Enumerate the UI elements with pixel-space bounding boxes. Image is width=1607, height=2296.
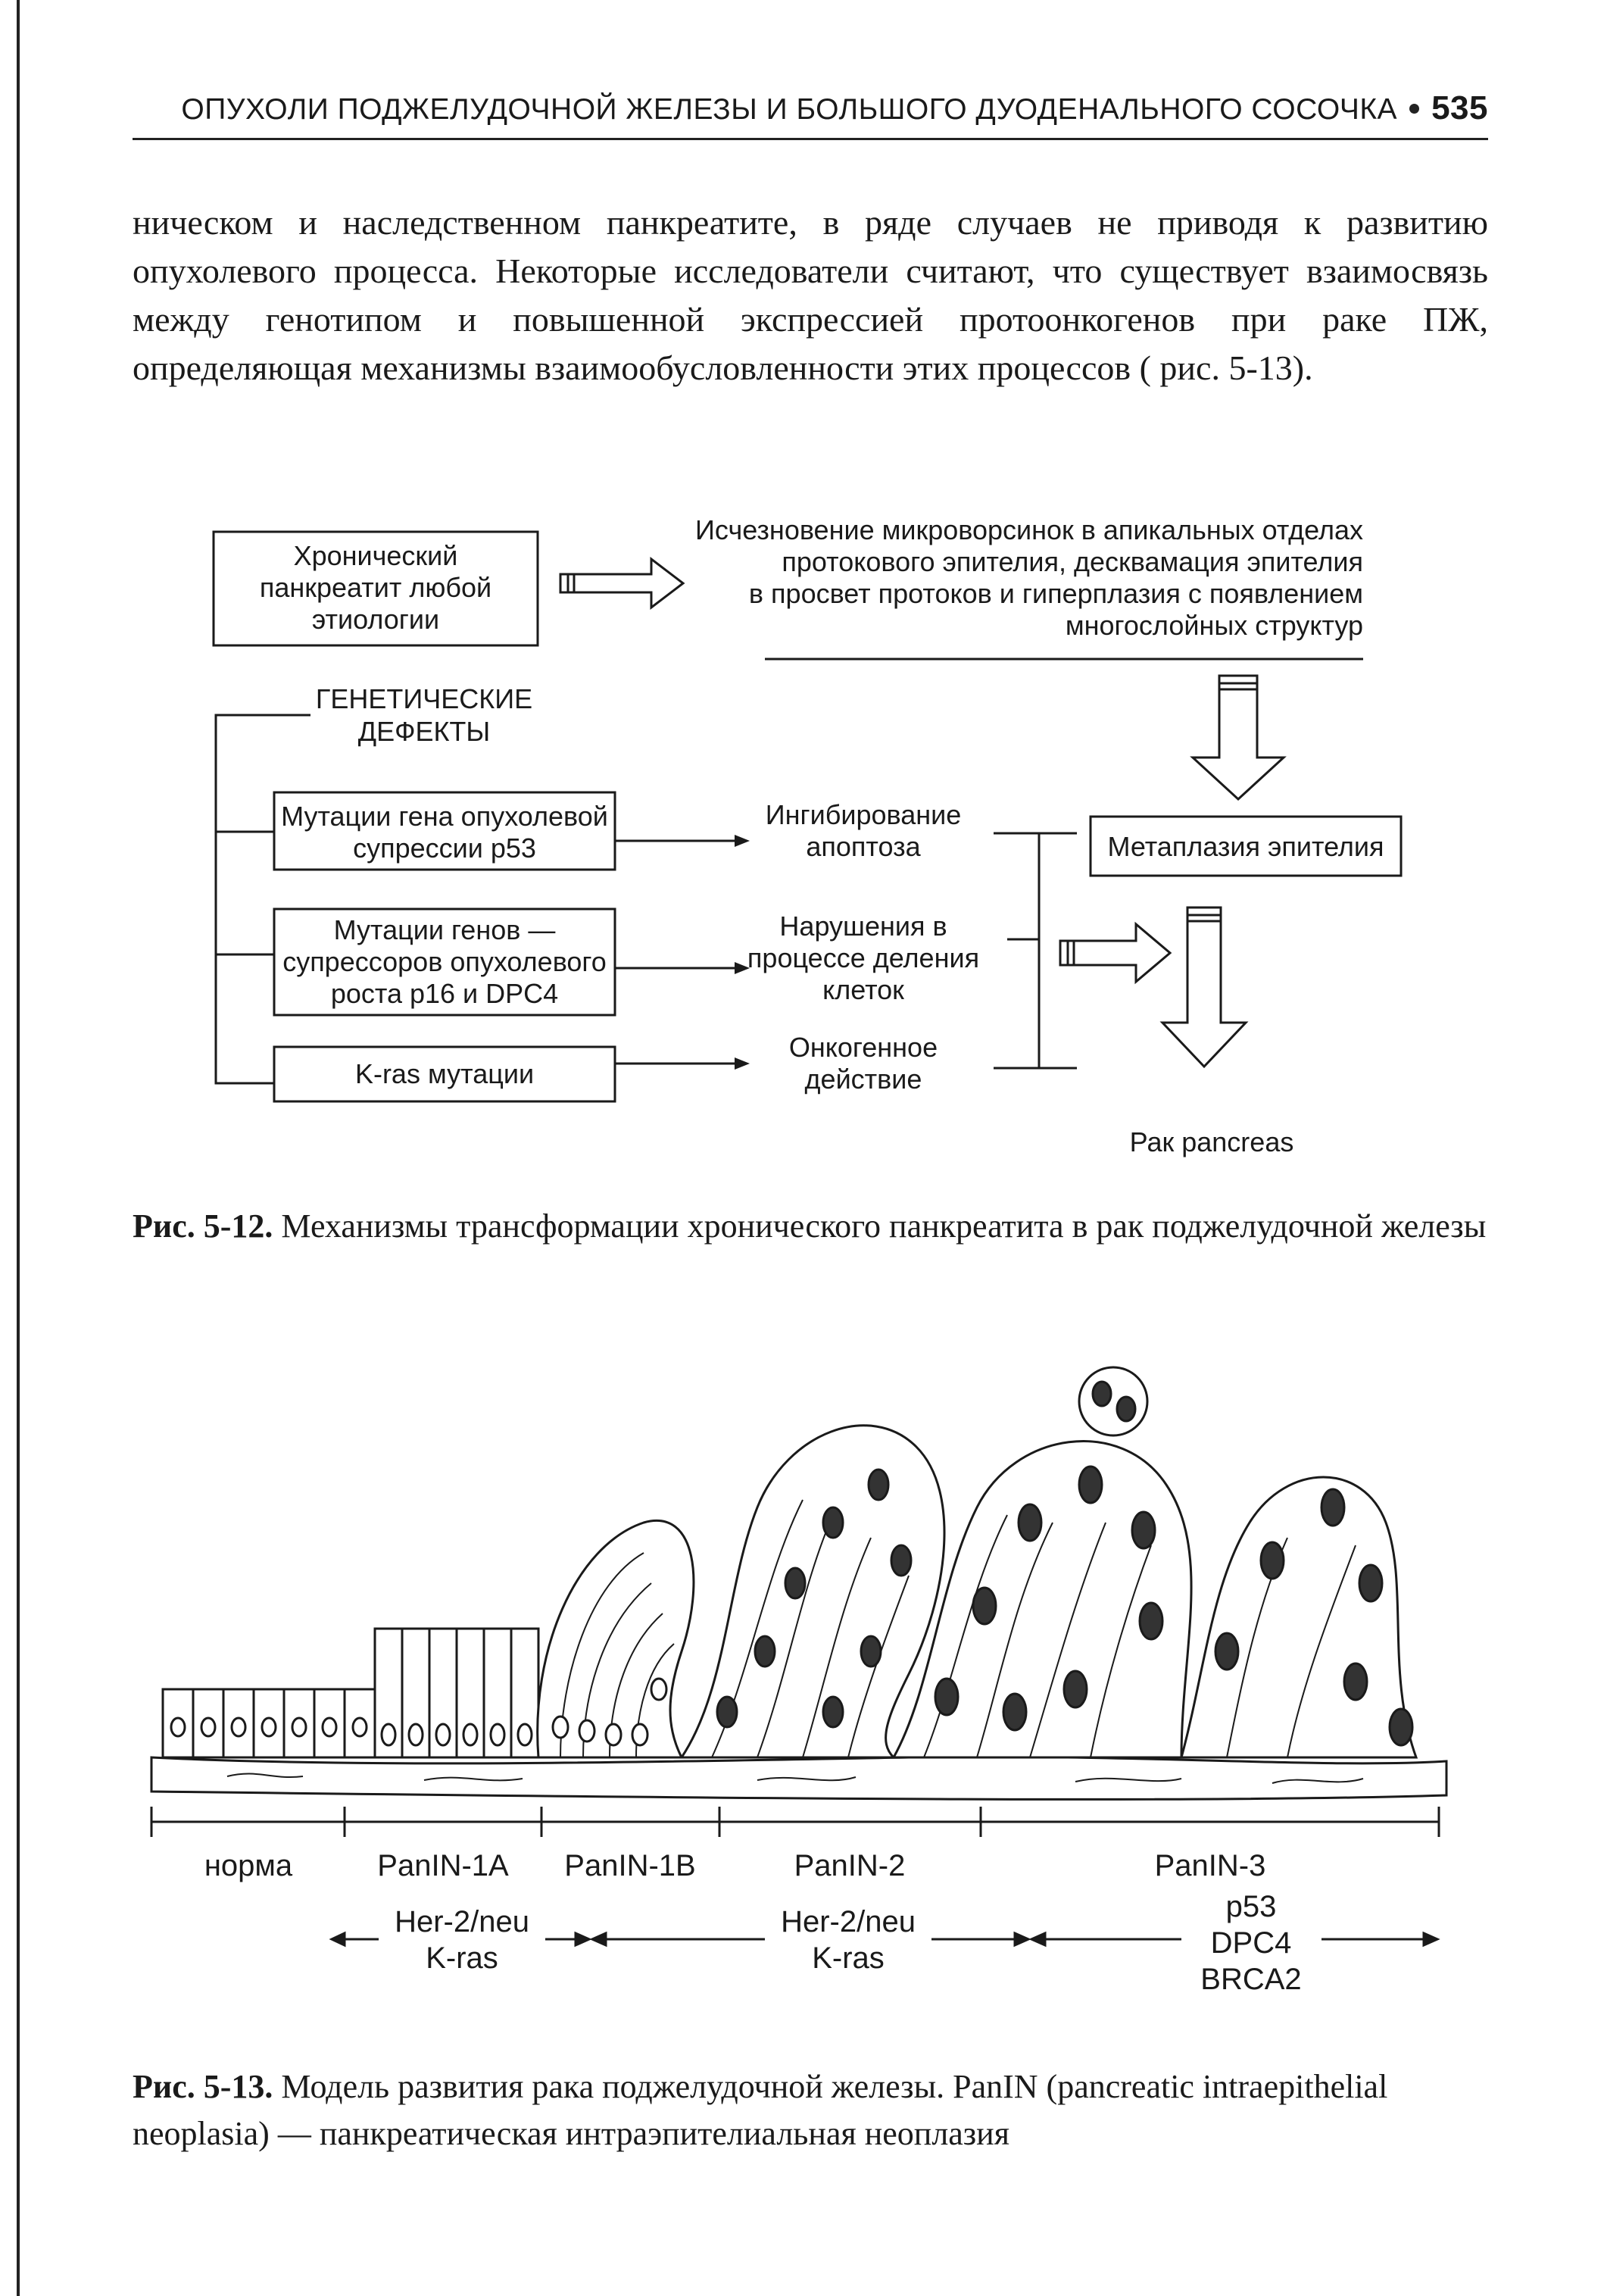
effect-division-line-1: Нарушения в xyxy=(779,911,947,942)
marker-arrows xyxy=(329,1931,1440,1948)
caption-12-label: Рис. 5-12. xyxy=(133,1207,273,1245)
figure-5-12-diagram: Хронический панкреатит любой этиологии И… xyxy=(212,514,1403,1157)
chronic-box-line-2: панкреатит любой xyxy=(260,572,491,603)
hollow-arrow-down-2 xyxy=(1159,906,1249,1069)
effect-apoptosis-line-2: апоптоза xyxy=(806,831,921,862)
genetic-defects-line-2: ДЕФЕКТЫ xyxy=(358,716,491,747)
hollow-arrow-right-top xyxy=(559,556,685,611)
marker-right-brca2: BRCA2 xyxy=(1200,1963,1301,1996)
running-title: ОПУХОЛИ ПОДЖЕЛУДОЧНОЙ ЖЕЛЕЗЫ И БОЛЬШОГО … xyxy=(181,93,1398,126)
stage-panin-3: PanIN-3 xyxy=(1155,1849,1266,1882)
page-number: 535 xyxy=(1431,89,1488,127)
genetic-defects-line-1: ГЕНЕТИЧЕСКИЕ xyxy=(316,683,532,714)
marker-right-dpc4: DPC4 xyxy=(1211,1926,1292,1960)
stage-normal: норма xyxy=(204,1849,293,1882)
marker-left-kras: K-ras xyxy=(426,1941,498,1975)
mutation-p16-line-2: супрессоров опухолевого xyxy=(282,946,607,977)
figure-5-13-caption: Рис. 5-13. Модель развития рака поджелуд… xyxy=(133,2063,1488,2157)
metaplasia-box xyxy=(1089,815,1403,877)
mutation-box-p16-dpc4 xyxy=(273,907,616,1017)
chronic-box-line-1: Хронический xyxy=(294,540,458,571)
effect-oncogenic-line-2: действие xyxy=(805,1064,922,1095)
chronic-box-line-3: этиологии xyxy=(312,604,439,635)
effect-division-line-3: клеток xyxy=(822,974,904,1005)
mutation-p53-line-1: Мутации гена опухолевой xyxy=(281,801,608,832)
panin-1a-epithelium xyxy=(373,1627,540,1759)
effect-division-line-2: процессе деления xyxy=(747,942,979,973)
effect-apoptosis-line-1: Ингибирование xyxy=(766,799,962,830)
figure-5-13-illustration: норма PanIN-1A PanIN-1B PanIN-2 PanIN-3 … xyxy=(150,1366,1448,1996)
metaplasia-label: Метаплазия эпителия xyxy=(1107,831,1384,862)
effect-oncogenic-line-1: Онкогенное xyxy=(789,1032,938,1063)
marker-mid-her2: Her-2/neu xyxy=(781,1905,916,1938)
caption-13-label: Рис. 5-13. xyxy=(133,2068,273,2105)
mutation-kras-line-1: K-ras мутации xyxy=(355,1058,534,1089)
normal-epithelium xyxy=(161,1688,376,1759)
effects-bracket xyxy=(994,832,1041,1070)
figure-5-12-caption: Рис. 5-12. Механизмы трансформации хрони… xyxy=(133,1203,1488,1250)
outcome-label: Рак pancreas xyxy=(1130,1126,1294,1157)
genetic-defects-bracket xyxy=(214,714,310,1085)
top-effect-line-1: Исчезновение микроворсинок в апикальных … xyxy=(695,514,1363,545)
stage-panin-2: PanIN-2 xyxy=(794,1849,906,1882)
mutation-box-p53 xyxy=(273,791,616,871)
body-paragraph: ническом и наследственном панкреатите, в… xyxy=(133,203,1488,387)
marker-left-her2: Her-2/neu xyxy=(395,1905,529,1938)
stage-panin-1a: PanIN-1A xyxy=(377,1849,509,1882)
panin-2-papilla xyxy=(679,1424,946,1759)
bullet-separator xyxy=(1409,104,1420,114)
caption-12-text: Механизмы трансформации хронического пан… xyxy=(281,1207,1487,1245)
panin-1b-papilla xyxy=(536,1520,695,1759)
marker-mid-kras: K-ras xyxy=(812,1941,885,1975)
header-rule xyxy=(133,138,1488,140)
stage-axis xyxy=(150,1807,1440,1837)
mutation-p53-line-2: супрессии р53 xyxy=(353,832,536,864)
top-effect-line-2: протокового эпителия, десквамация эпител… xyxy=(782,546,1363,577)
marker-right-p53: p53 xyxy=(1226,1890,1277,1923)
panin-3-papilla xyxy=(891,1366,1418,1759)
running-head: ОПУХОЛИ ПОДЖЕЛУДОЧНОЙ ЖЕЛЕЗЫ И БОЛЬШОГО … xyxy=(133,89,1488,135)
stage-panin-1b: PanIN-1B xyxy=(564,1849,695,1882)
caption-13-text: Модель развития рака поджелудочной желез… xyxy=(133,2068,1388,2152)
mutation-p16-line-1: Мутации генов — xyxy=(334,914,556,945)
mutation-box-kras xyxy=(273,1045,616,1103)
page-margin-rule xyxy=(17,0,20,2296)
detached-cell-cluster xyxy=(1078,1366,1149,1437)
hollow-arrow-right-mid xyxy=(1059,921,1172,985)
epithelium-drawing xyxy=(150,1366,1448,1801)
top-effect-line-4: многослойных структур xyxy=(1066,610,1363,641)
top-effect-line-3: в просвет протоков и гиперплазия с появл… xyxy=(749,578,1363,609)
mutation-p16-line-3: роста р16 и DPC4 xyxy=(331,978,558,1009)
hollow-arrow-down-1 xyxy=(1190,674,1287,801)
chronic-pancreatitis-box xyxy=(212,530,539,647)
